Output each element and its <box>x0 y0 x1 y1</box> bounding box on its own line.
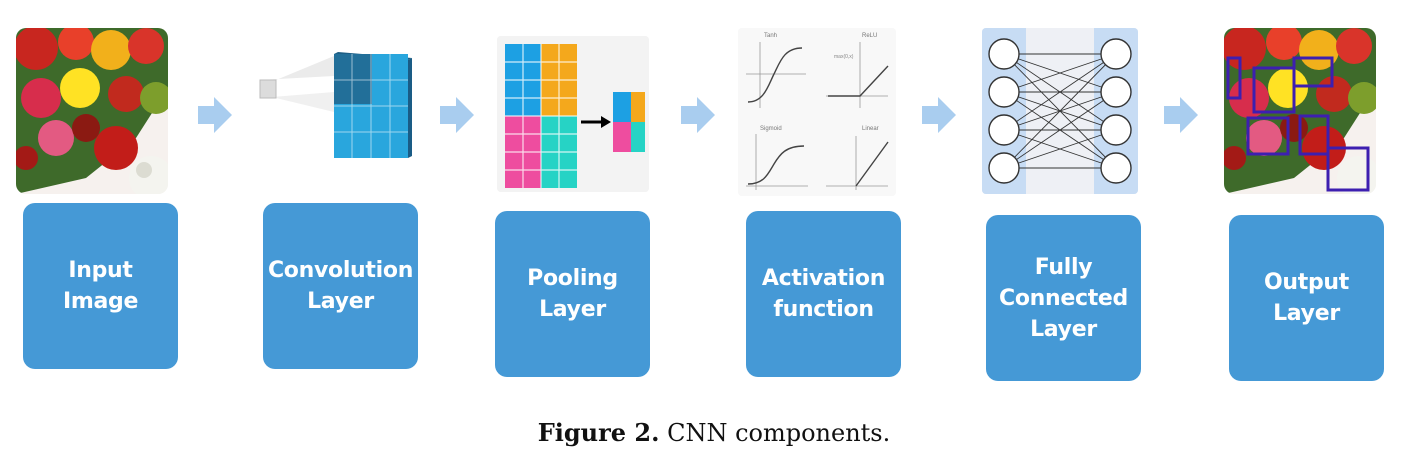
detection-photo-icon <box>1224 28 1376 194</box>
activation-curves-icon: Tanh ReLU max(0,x) Sigmoid Linear <box>738 28 896 196</box>
stage-label: Activation function <box>761 266 886 322</box>
stage-box-pooling-layer: Pooling Layer <box>495 211 650 377</box>
arrow-right-icon <box>681 95 715 135</box>
stage-box-activation-function: Activation function <box>746 211 901 377</box>
relu-formula: max(0,x) <box>834 54 854 60</box>
neural-network-icon <box>982 28 1138 194</box>
output-image-thumbnail <box>1224 28 1376 194</box>
figure-number: Figure 2. <box>537 418 660 447</box>
stage-label: Convolution Layer <box>267 258 414 314</box>
input-image-thumbnail <box>16 28 168 194</box>
pooling-illustration <box>497 36 649 192</box>
arrow-right-icon <box>922 95 956 135</box>
convolution-illustration <box>256 52 416 162</box>
figure-caption: Figure 2. CNN components. <box>0 418 1428 447</box>
stage-label: Fully Connected Layer <box>998 254 1129 342</box>
linear-label: Linear <box>862 126 879 132</box>
arrow-right-icon <box>1164 95 1198 135</box>
stage-box-convolution-layer: Convolution Layer <box>263 203 418 369</box>
sigmoid-label: Sigmoid <box>760 126 782 132</box>
arrow-right-icon <box>198 95 232 135</box>
stage-label: Input Image <box>62 258 139 314</box>
fully-connected-illustration <box>982 28 1138 194</box>
produce-photo-icon <box>16 28 168 194</box>
stage-box-input-image: Input Image <box>23 203 178 369</box>
tanh-label: Tanh <box>764 33 777 39</box>
caption-text: CNN components. <box>659 419 891 447</box>
stage-box-fully-connected-layer: Fully Connected Layer <box>986 215 1141 381</box>
relu-label: ReLU <box>862 33 877 39</box>
stage-label: Pooling Layer <box>527 266 618 322</box>
convolution-grid-icon <box>259 52 412 158</box>
stage-label: Output Layer <box>1263 270 1349 326</box>
arrow-right-icon <box>440 95 474 135</box>
pooling-grid-icon <box>497 36 649 192</box>
stage-box-output-layer: Output Layer <box>1229 215 1384 381</box>
activation-plots: Tanh ReLU max(0,x) Sigmoid Linear <box>738 28 896 196</box>
